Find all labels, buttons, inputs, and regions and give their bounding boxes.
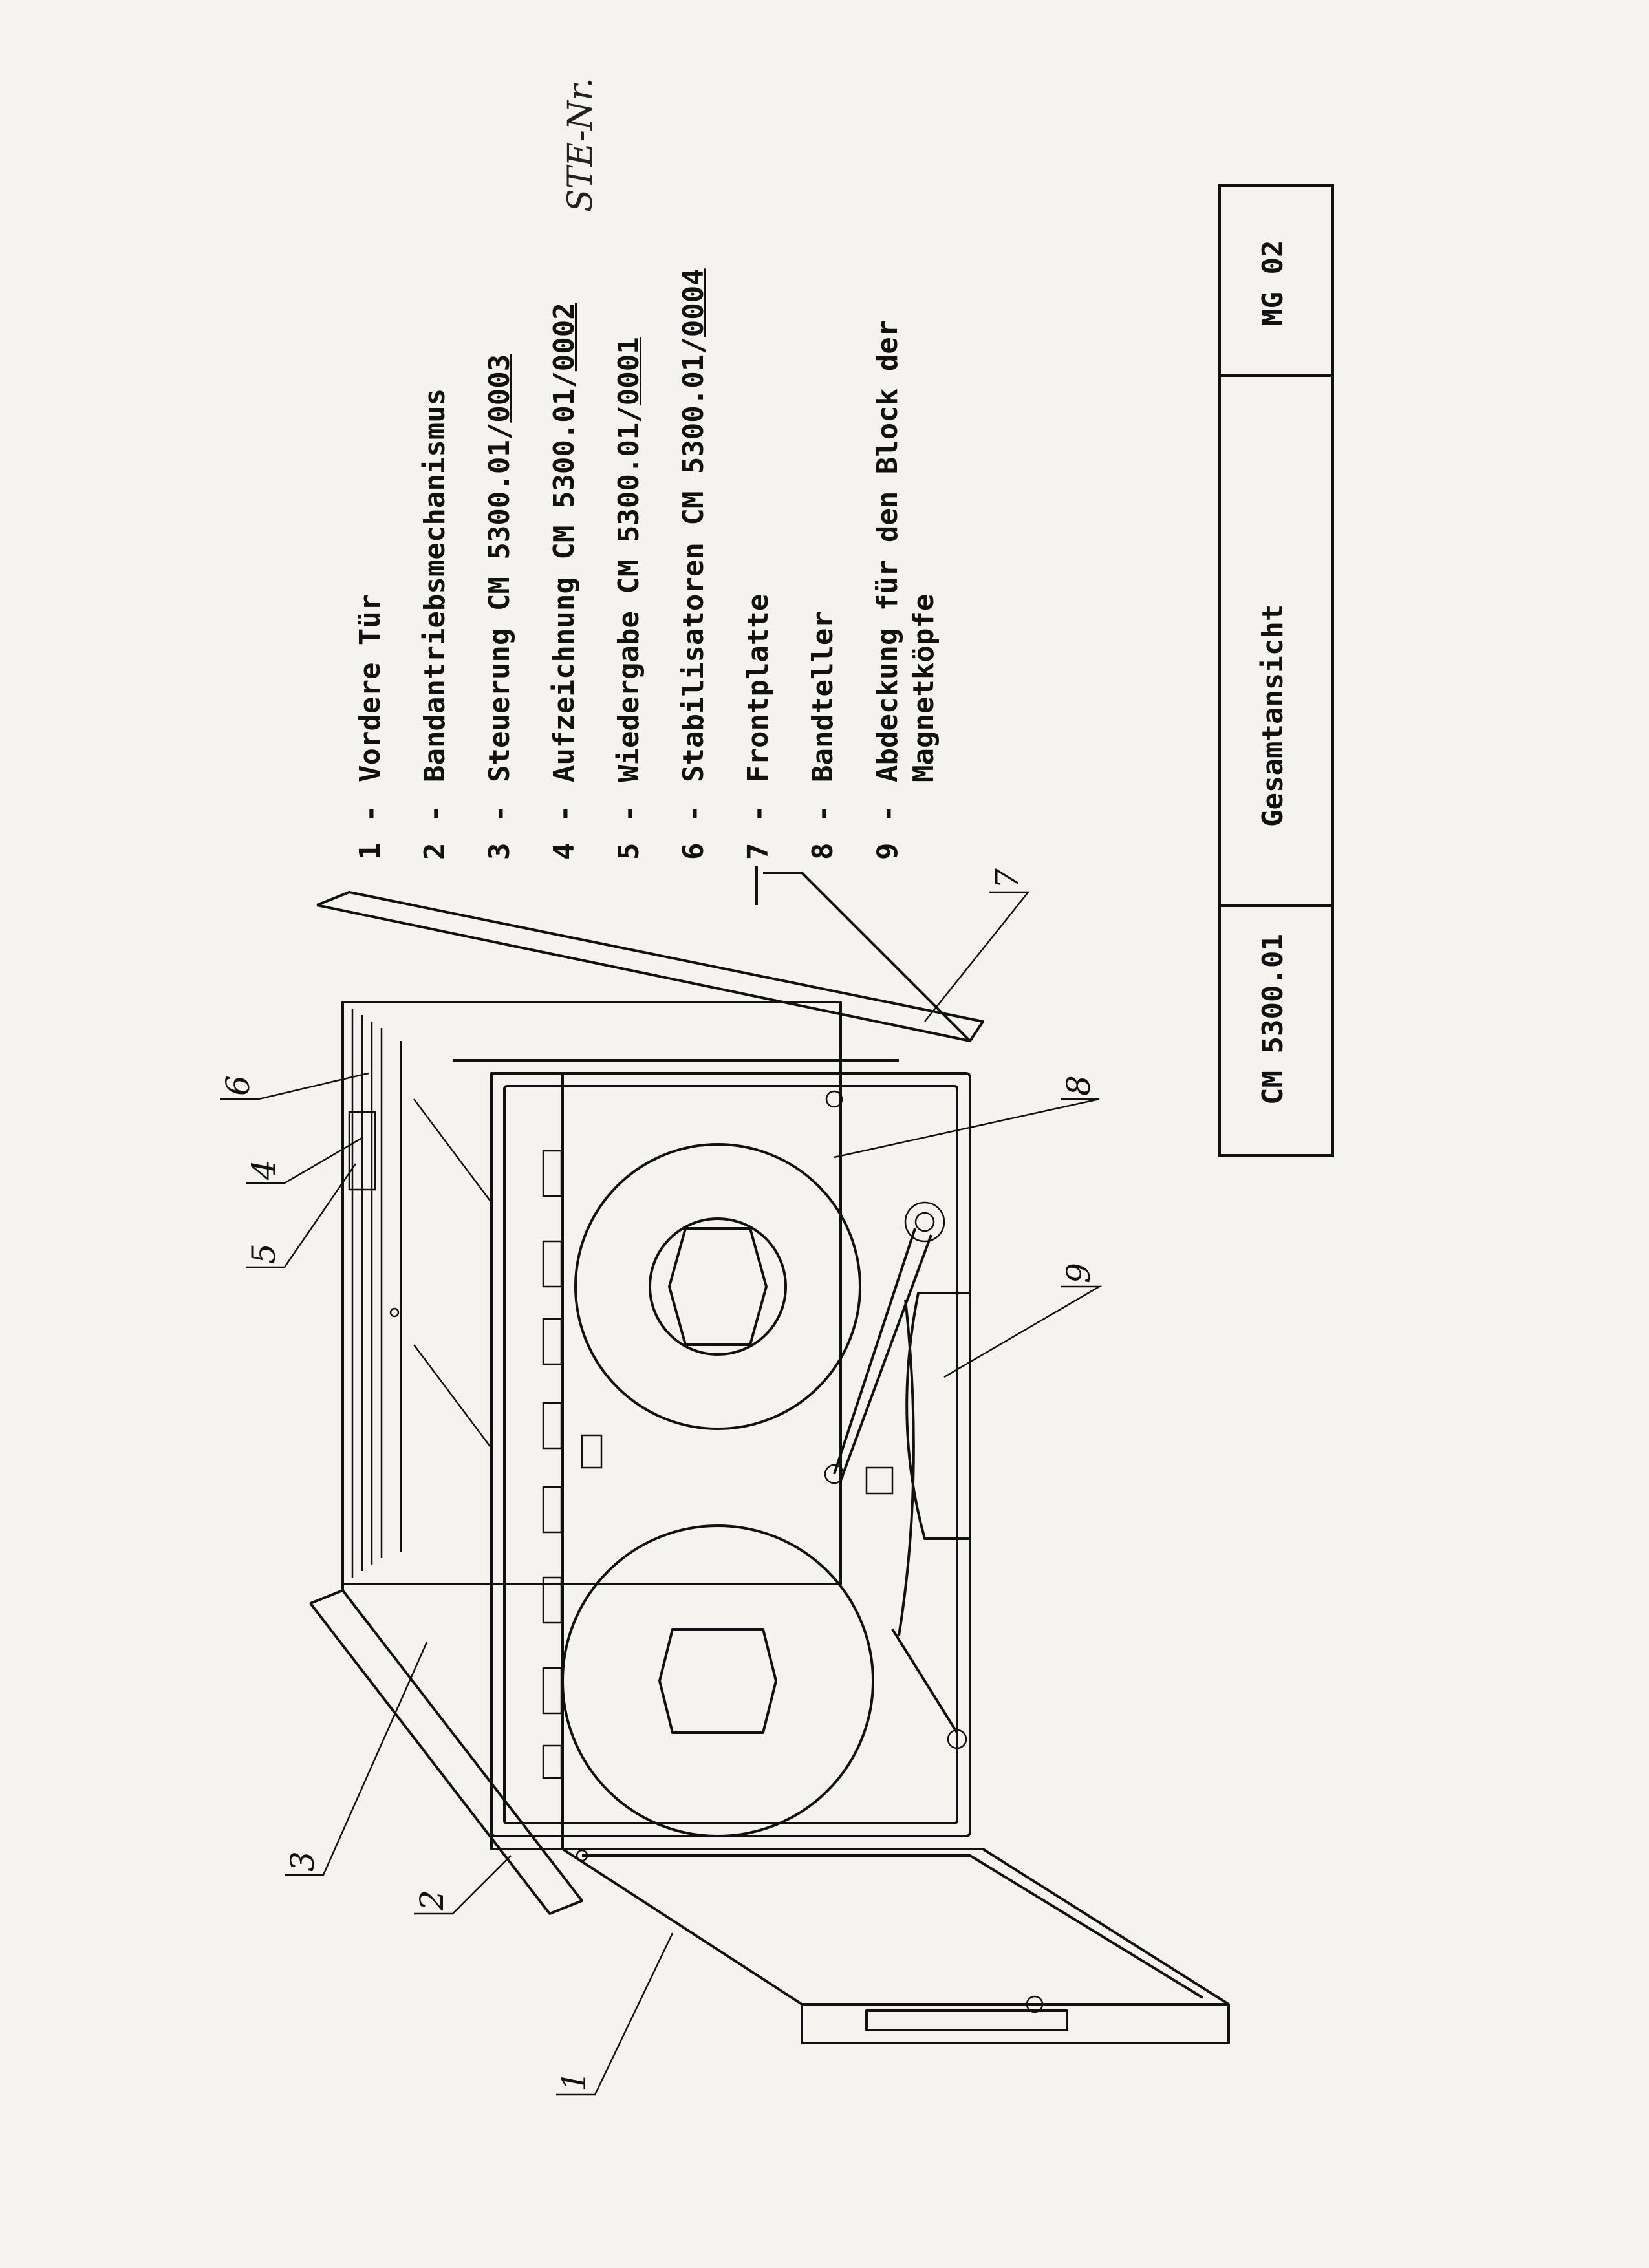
legend-code: 0002	[548, 303, 581, 372]
legend-item-8: 8 - Bandteller	[805, 611, 841, 860]
drawing-label-1: 1	[555, 2071, 593, 2091]
sheet-number: MG 02	[1256, 240, 1289, 326]
legend-num: 7	[742, 842, 775, 861]
legend-num: 2	[418, 842, 451, 861]
drawing-label-4: 4	[245, 1159, 283, 1181]
drawing-label-9: 9	[1060, 1263, 1097, 1283]
legend-dash: -	[483, 805, 516, 823]
drawing-label-7: 7	[989, 868, 1026, 889]
legend-text: Bandteller	[806, 611, 839, 782]
drawing-label-5: 5	[245, 1243, 283, 1264]
title-block-divider	[1221, 904, 1331, 907]
legend-code: 0003	[483, 354, 516, 423]
legend-dash: -	[418, 805, 451, 823]
drawing-label-2: 2	[413, 1890, 451, 1911]
legend-num: 4	[548, 842, 581, 861]
legend-num: 9	[871, 842, 904, 861]
legend-text: Vordere Tür	[354, 594, 387, 782]
legend-item-2: 2 - Bandantriebsmechanismus	[417, 389, 453, 860]
legend-num: 6	[677, 842, 710, 861]
title-block-divider	[1221, 374, 1331, 377]
rack-modules	[341, 1001, 842, 1585]
legend-text: Frontplatte	[742, 594, 775, 782]
legend-text: Abdeckung für den Block der	[871, 319, 904, 782]
drawing-labels: 1 2 3 5 4 6 7 8 9	[219, 868, 1097, 2091]
front-door	[561, 1848, 1230, 2044]
legend-code: 0001	[612, 337, 645, 406]
model-number: CM 5300.01	[1256, 934, 1289, 1105]
drawing-label-3: 3	[284, 1851, 321, 1872]
legend-num: 8	[806, 842, 839, 861]
head-cover	[905, 1292, 971, 1540]
legend-code: 0004	[677, 268, 710, 337]
legend-item-4: 4 - Aufzeichnung CM 5300.01/0002	[546, 303, 583, 860]
legend-item-9: 9 - Abdeckung für den Block der Magnetköpf…	[870, 320, 942, 860]
legend-item-5: 5 - Wiedergabe CM 5300.01/0001	[611, 337, 647, 860]
legend-item-3: 3 - Steuerung CM 5300.01/0003	[482, 354, 518, 860]
legend-text: Bandantriebsmechanismus	[418, 388, 451, 782]
legend-dash: -	[742, 805, 775, 823]
legend-text: Aufzeichnung CM 5300.01/	[548, 371, 581, 782]
legend-text: Wiedergabe CM 5300.01/	[612, 405, 645, 782]
legend-dash: -	[548, 805, 581, 823]
legend-text: Steuerung CM 5300.01/	[483, 422, 516, 782]
legend-dash: -	[677, 805, 710, 823]
drawing-label-6: 6	[219, 1075, 257, 1096]
legend-dash: -	[806, 805, 839, 823]
legend-dash: -	[612, 805, 645, 823]
drawing-title: Gesamtansicht	[1256, 604, 1289, 827]
drawing-label-8: 8	[1060, 1075, 1097, 1096]
legend-dash: -	[354, 805, 387, 823]
legend-item-7: 7 - Frontplatte	[740, 594, 777, 860]
legend-num: 3	[483, 842, 516, 861]
legend-num: 1	[354, 842, 387, 861]
tape-reels	[561, 1143, 967, 1837]
title-block: MG 02 Gesamtansicht CM 5300.01	[1218, 184, 1334, 1157]
legend-dash: -	[871, 805, 904, 823]
leader-lines	[220, 891, 1103, 2096]
legend-text: Stabilisatoren CM 5300.01/	[677, 337, 710, 782]
legend-num: 5	[612, 842, 645, 861]
legend-text-line2: Magnetköpfe	[907, 594, 940, 782]
legend-item-6: 6 - Stabilisatoren CM 5300.01/0004	[676, 268, 712, 860]
legend-item-1: 1 - Vordere Tür	[352, 594, 389, 860]
